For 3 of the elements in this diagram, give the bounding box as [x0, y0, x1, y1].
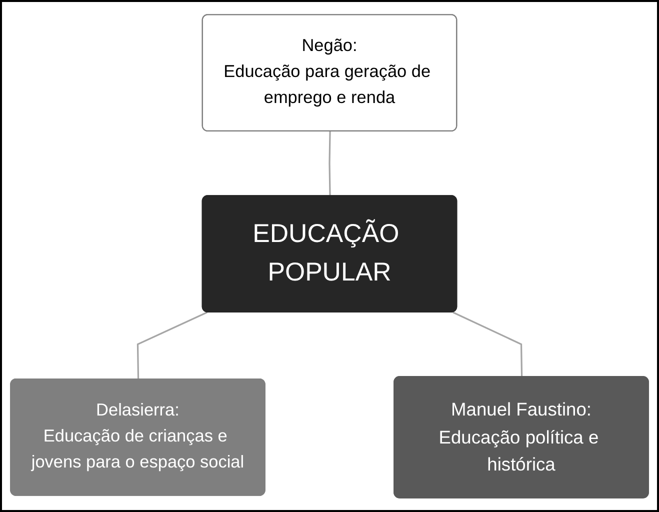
connector	[136, 311, 208, 380]
connector	[452, 311, 523, 377]
connector	[328, 131, 331, 196]
